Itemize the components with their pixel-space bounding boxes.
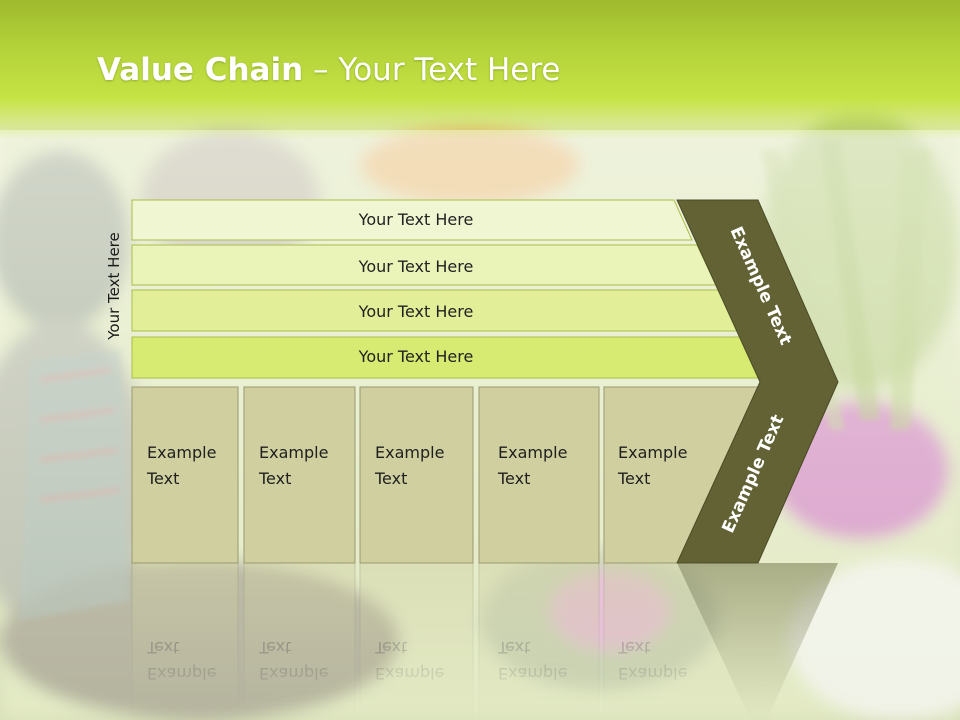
reflect-box-2-line1: Example bbox=[259, 664, 328, 683]
reflect-box-2-line2: Text bbox=[258, 638, 291, 657]
title-bold: Value Chain bbox=[97, 52, 304, 88]
box-3-line1: Example bbox=[375, 443, 444, 462]
reflect-box-5-line2: Text bbox=[617, 638, 650, 657]
reflect-box-1-line2: Text bbox=[146, 638, 179, 657]
title-bar bbox=[0, 0, 960, 140]
box-2 bbox=[243, 386, 356, 564]
reflect-box-4-line1: Example bbox=[498, 664, 567, 683]
title-rest: – Your Text Here bbox=[303, 52, 561, 88]
box-3 bbox=[359, 386, 474, 564]
box-1 bbox=[131, 386, 239, 564]
reflect-box-3-line1: Example bbox=[375, 664, 444, 683]
box-4-line2: Text bbox=[497, 469, 530, 488]
box-2-line2: Text bbox=[258, 469, 291, 488]
diagram-reflection: Example Text Example Text Example Text E… bbox=[131, 562, 838, 720]
row-4-label: Your Text Here bbox=[358, 347, 474, 366]
box-1-line2: Text bbox=[146, 469, 179, 488]
row-3-label: Your Text Here bbox=[358, 302, 474, 321]
slide-title: Value Chain – Your Text Here bbox=[97, 52, 560, 88]
reflect-box-3-line2: Text bbox=[374, 638, 407, 657]
box-1-line1: Example bbox=[147, 443, 216, 462]
box-4 bbox=[478, 386, 600, 564]
box-5-line2: Text bbox=[617, 469, 650, 488]
row-1-bar bbox=[131, 199, 693, 241]
row-2-label: Your Text Here bbox=[358, 257, 474, 276]
reflect-box-1-line1: Example bbox=[147, 664, 216, 683]
box-4-line1: Example bbox=[498, 443, 567, 462]
row-1-label: Your Text Here bbox=[358, 210, 474, 229]
box-5-line1: Example bbox=[618, 443, 687, 462]
box-3-line2: Text bbox=[374, 469, 407, 488]
reflect-box-4-line2: Text bbox=[497, 638, 530, 657]
reflect-box-5-line1: Example bbox=[618, 664, 687, 683]
box-2-line1: Example bbox=[259, 443, 328, 462]
